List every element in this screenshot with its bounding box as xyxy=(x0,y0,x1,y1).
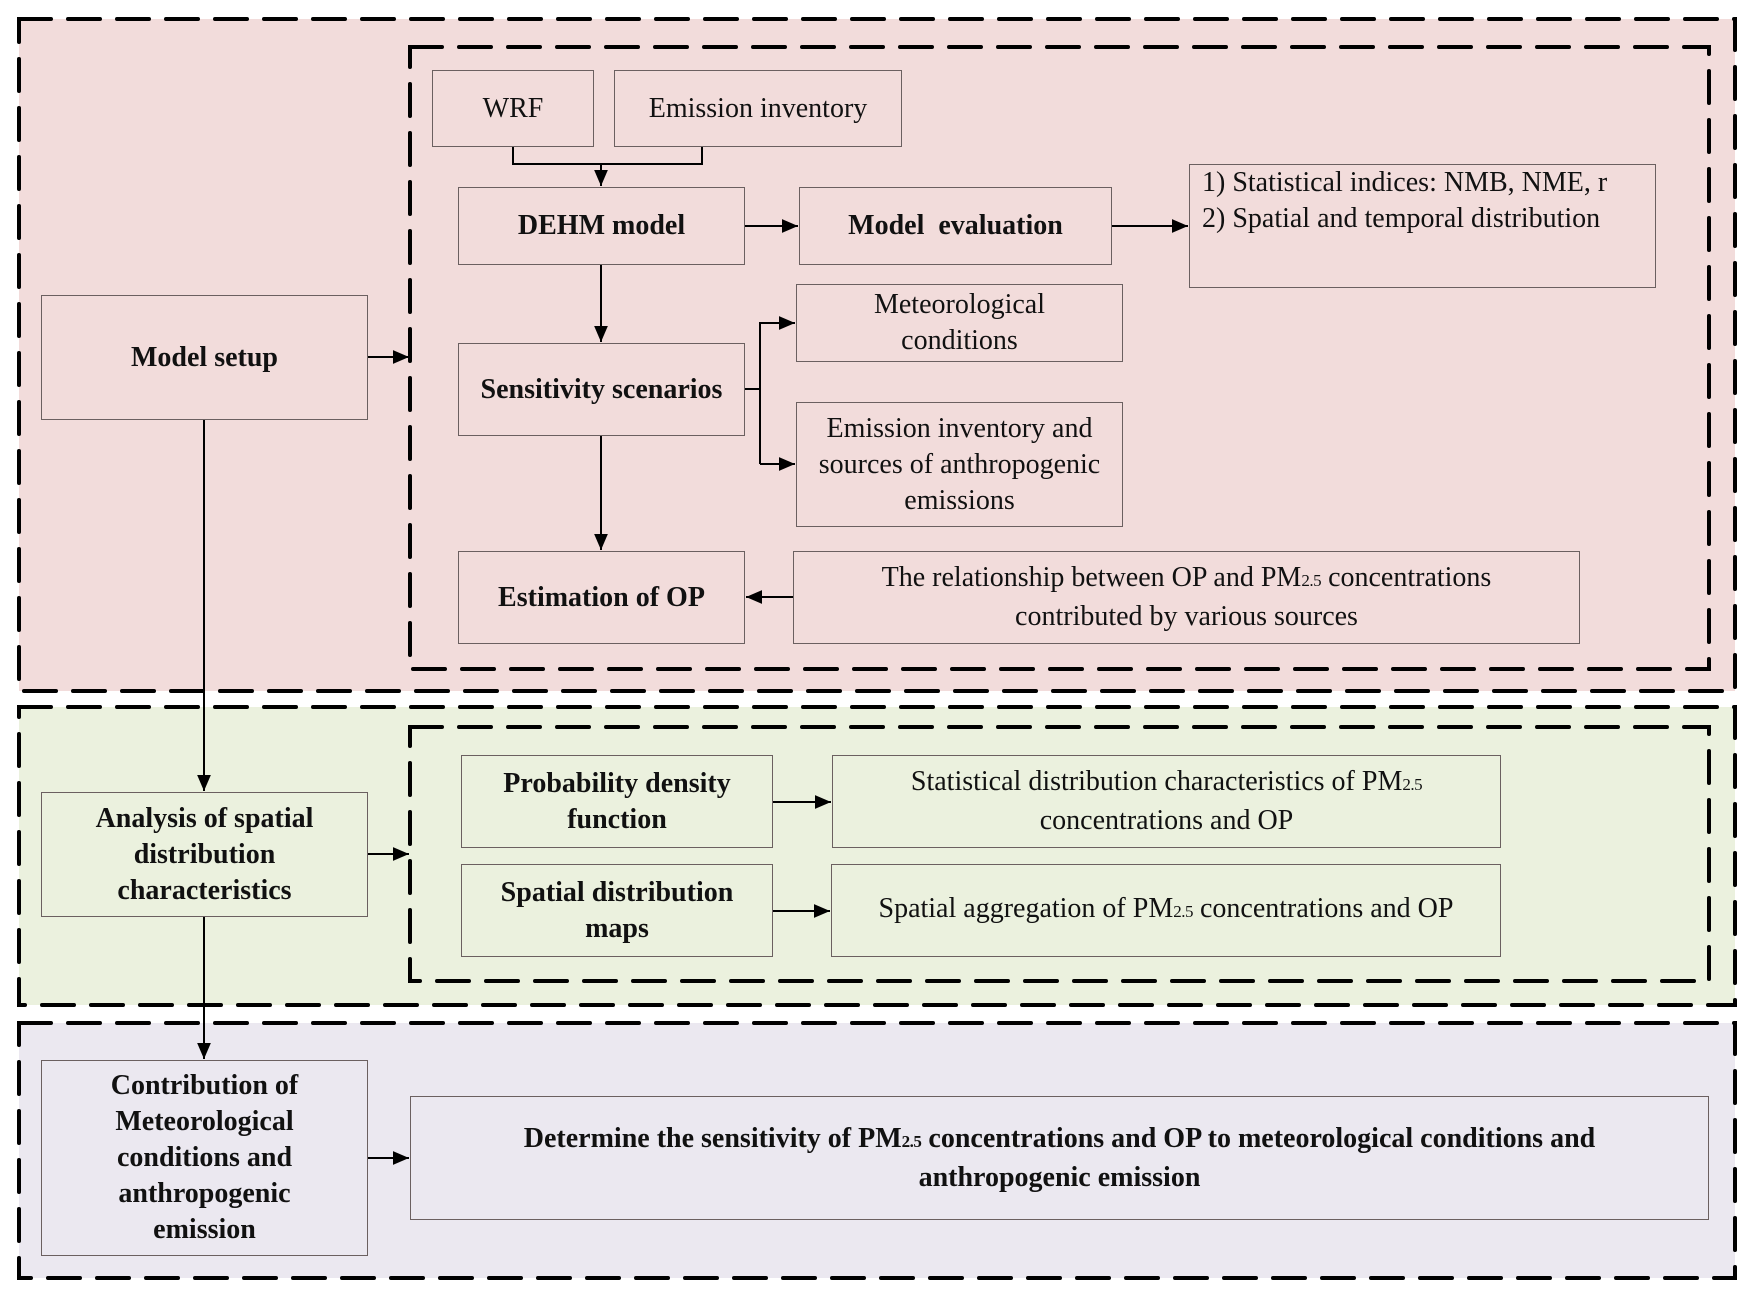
relationship-text-a: The relationship between OP and PM xyxy=(881,562,1302,593)
dehm-model-label: DEHM model xyxy=(517,210,686,241)
statistical-distribution-box: Statistical distribution characteristics… xyxy=(832,755,1501,848)
statistical-indices-line1: 1) Statistical indices: NMB, NME, r xyxy=(1202,167,1608,198)
sensitivity-scenarios-box: Sensitivity scenarios xyxy=(458,343,745,436)
model-setup-label: Model setup xyxy=(131,341,278,373)
determine-line1: Determine the sensitivity of PM2.5 conce… xyxy=(524,1121,1595,1160)
emission-sources-line1: Emission inventory and xyxy=(826,412,1093,444)
relationship-line2: contributed by various sources xyxy=(1015,601,1358,632)
pdf-line2: function xyxy=(567,803,667,835)
dehm-model-box: DEHM model xyxy=(458,187,745,265)
agg-text-b: concentrations and OP xyxy=(1192,893,1454,924)
analysis-line2: distribution xyxy=(133,838,276,870)
probability-density-box: Probability density function xyxy=(461,755,773,848)
contribution-line4: anthropogenic xyxy=(118,1178,291,1209)
statistical-indices-line2: 2) Spatial and temporal distribution xyxy=(1202,203,1601,234)
agg-text-a: Spatial aggregation of PM xyxy=(878,893,1174,924)
emission-sources-line3: emissions xyxy=(904,484,1015,516)
relationship-box: The relationship between OP and PM2.5 co… xyxy=(793,551,1580,644)
relationship-text-b: concentrations xyxy=(1321,562,1492,593)
pm25-subscript: 2.5 xyxy=(1301,571,1322,590)
estimation-of-op-label: Estimation of OP xyxy=(498,581,705,613)
sensitivity-scenarios-label: Sensitivity scenarios xyxy=(480,373,723,405)
pm25-subscript: 2.5 xyxy=(1173,902,1193,921)
determine-text-a: Determine the sensitivity of PM xyxy=(523,1122,902,1154)
pm25-subscript: 2.5 xyxy=(1402,775,1423,794)
model-setup-box: Model setup xyxy=(41,295,368,420)
model-evaluation-label: Model evaluation xyxy=(848,210,1063,241)
analysis-spatial-box: Analysis of spatial distribution charact… xyxy=(41,792,368,917)
determine-text-b: concentrations and OP to meteorological … xyxy=(921,1122,1596,1154)
spatial-aggregation-box: Spatial aggregation of PM2.5 concentrati… xyxy=(831,864,1501,957)
contribution-line3: conditions and xyxy=(116,1142,293,1173)
meteorological-line2: conditions xyxy=(901,325,1018,356)
model-evaluation-box: Model evaluation xyxy=(799,187,1112,265)
estimation-of-op-box: Estimation of OP xyxy=(458,551,745,644)
wrf-box: WRF xyxy=(432,70,594,147)
meteorological-conditions-box: Meteorological conditions xyxy=(796,284,1123,362)
wrf-label: WRF xyxy=(482,92,544,124)
pm25-subscript: 2.5 xyxy=(901,1131,922,1151)
meteorological-line1: Meteorological xyxy=(873,289,1046,320)
contribution-box: Contribution of Meteorological condition… xyxy=(41,1060,368,1256)
aggregation-line: Spatial aggregation of PM2.5 concentrati… xyxy=(879,891,1454,930)
emission-inventory-label: Emission inventory xyxy=(648,92,868,124)
contribution-line2: Meteorological xyxy=(115,1106,294,1137)
determine-line2: anthropogenic emission xyxy=(918,1161,1201,1193)
emission-inventory-box: Emission inventory xyxy=(614,70,902,147)
contribution-line1: Contribution of xyxy=(110,1070,299,1101)
analysis-line3: characteristics xyxy=(117,874,292,906)
analysis-line1: Analysis of spatial xyxy=(95,802,314,834)
contribution-line5: emission xyxy=(153,1214,256,1245)
statdist-line1: Statistical distribution characteristics… xyxy=(910,764,1423,803)
statistical-indices-box: 1) Statistical indices: NMB, NME, r 2) S… xyxy=(1189,164,1656,288)
emission-sources-line2: sources of anthropogenic xyxy=(818,448,1101,480)
spatial-maps-box: Spatial distribution maps xyxy=(461,864,773,957)
relationship-line1: The relationship between OP and PM2.5 co… xyxy=(882,560,1492,599)
emission-sources-box: Emission inventory and sources of anthro… xyxy=(796,402,1123,527)
pdf-line1: Probability density xyxy=(503,767,731,799)
statdist-line2: concentrations and OP xyxy=(1039,805,1294,836)
determine-sensitivity-box: Determine the sensitivity of PM2.5 conce… xyxy=(410,1096,1709,1220)
maps-line1: Spatial distribution xyxy=(500,876,734,908)
statdist-text: Statistical distribution characteristics… xyxy=(910,766,1403,797)
maps-line2: maps xyxy=(585,912,649,944)
